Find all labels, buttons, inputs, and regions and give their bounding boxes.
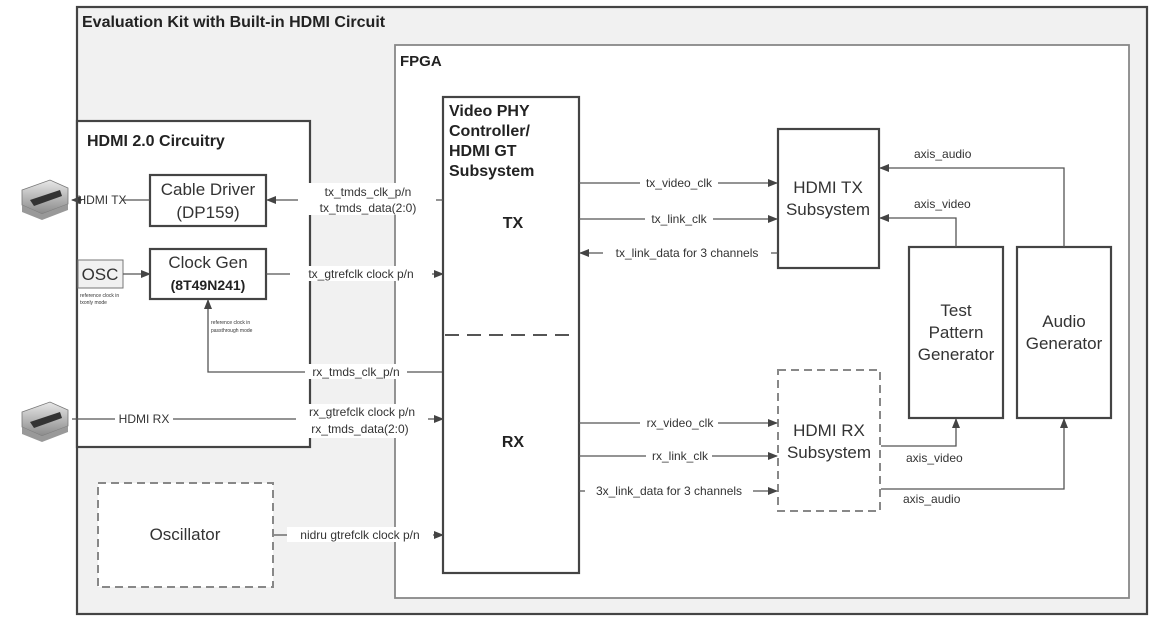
audio-gen-line1: Audio [1042,312,1085,331]
signal-tx-tmds-data: tx_tmds_data(2:0) [320,201,417,215]
hdmi-rx-subsystem-line2: Subsystem [787,443,871,462]
signal-nidru: nidru gtrefclk clock p/n [300,528,419,542]
signal-axis-video-rx: axis_video [906,451,963,465]
hdmi-circuitry-title: HDMI 2.0 Circuitry [87,133,225,150]
note-passthrough-2: passthrough mode [211,328,253,334]
video-phy-tx: TX [503,215,524,232]
signal-rx-tmds-clk: rx_tmds_clk_p/n [312,365,399,379]
osc-label: OSC [82,265,119,284]
video-phy-title-3: HDMI GT [449,143,517,160]
signal-tx-tmds-clk: tx_tmds_clk_p/n [325,185,412,199]
hdmi-rx-subsystem-box [777,369,881,512]
video-phy-rx: RX [502,434,525,451]
audio-gen-line2: Generator [1026,334,1103,353]
cable-driver-part: (DP159) [176,203,239,222]
signal-rx-link-clk: rx_link_clk [652,449,709,463]
signal-rx-video-clk: rx_video_clk [647,416,715,430]
tpg-line3: Generator [918,345,995,364]
signal-rx-link-data: 3x_link_data for 3 channels [596,484,742,498]
tpg-line2: Pattern [929,323,984,342]
hdmi-rx-label: HDMI RX [119,412,170,426]
signal-rx-tmds-data: rx_tmds_data(2:0) [311,422,408,436]
tpg-line1: Test [940,301,971,320]
signal-tx-link-clk: tx_link_clk [651,212,707,226]
hdmi-rx-connector-icon [21,401,69,442]
hdmi-tx-subsystem-line2: Subsystem [786,200,870,219]
cable-driver-label: Cable Driver [161,180,256,199]
signal-axis-audio-rx: axis_audio [903,492,961,506]
signal-rx-gtrefclk: rx_gtrefclk clock p/n [309,405,415,419]
note-passthrough-1: reference clock in [211,320,250,326]
clock-gen-part: (8T49N241) [171,277,246,293]
hdmi-tx-subsystem-line1: HDMI TX [793,178,863,197]
oscillator-box [97,482,274,588]
note-txonly-2: txonly mode [80,300,107,306]
hdmi-tx-subsystem-box [776,127,881,270]
hdmi-rx-subsystem-line1: HDMI RX [793,421,865,440]
osc-box [77,259,124,289]
clock-gen-label: Clock Gen [168,253,247,272]
video-phy-title-1: Video PHY [449,103,530,120]
video-phy-title-4: Subsystem [449,163,534,180]
signal-axis-audio-tx: axis_audio [914,147,972,161]
video-phy-title-2: Controller/ [449,123,530,140]
hdmi-tx-label: HDMI TX [77,193,126,207]
signal-axis-video-tx: axis_video [914,197,971,211]
audio-generator-box [1015,245,1113,420]
note-txonly-1: reference clock in [80,293,119,299]
fpga-title: FPGA [400,53,442,70]
hdmi-tx-connector-icon [21,179,69,220]
signal-tx-link-data: tx_link_data for 3 channels [616,246,759,260]
signal-tx-video-clk: tx_video_clk [646,176,713,190]
evaluation-kit-title: Evaluation Kit with Built-in HDMI Circui… [82,14,386,31]
signal-tx-gtrefclk: tx_gtrefclk clock p/n [308,267,413,281]
oscillator-label: Oscillator [150,525,221,544]
test-pattern-generator-box [907,245,1005,420]
